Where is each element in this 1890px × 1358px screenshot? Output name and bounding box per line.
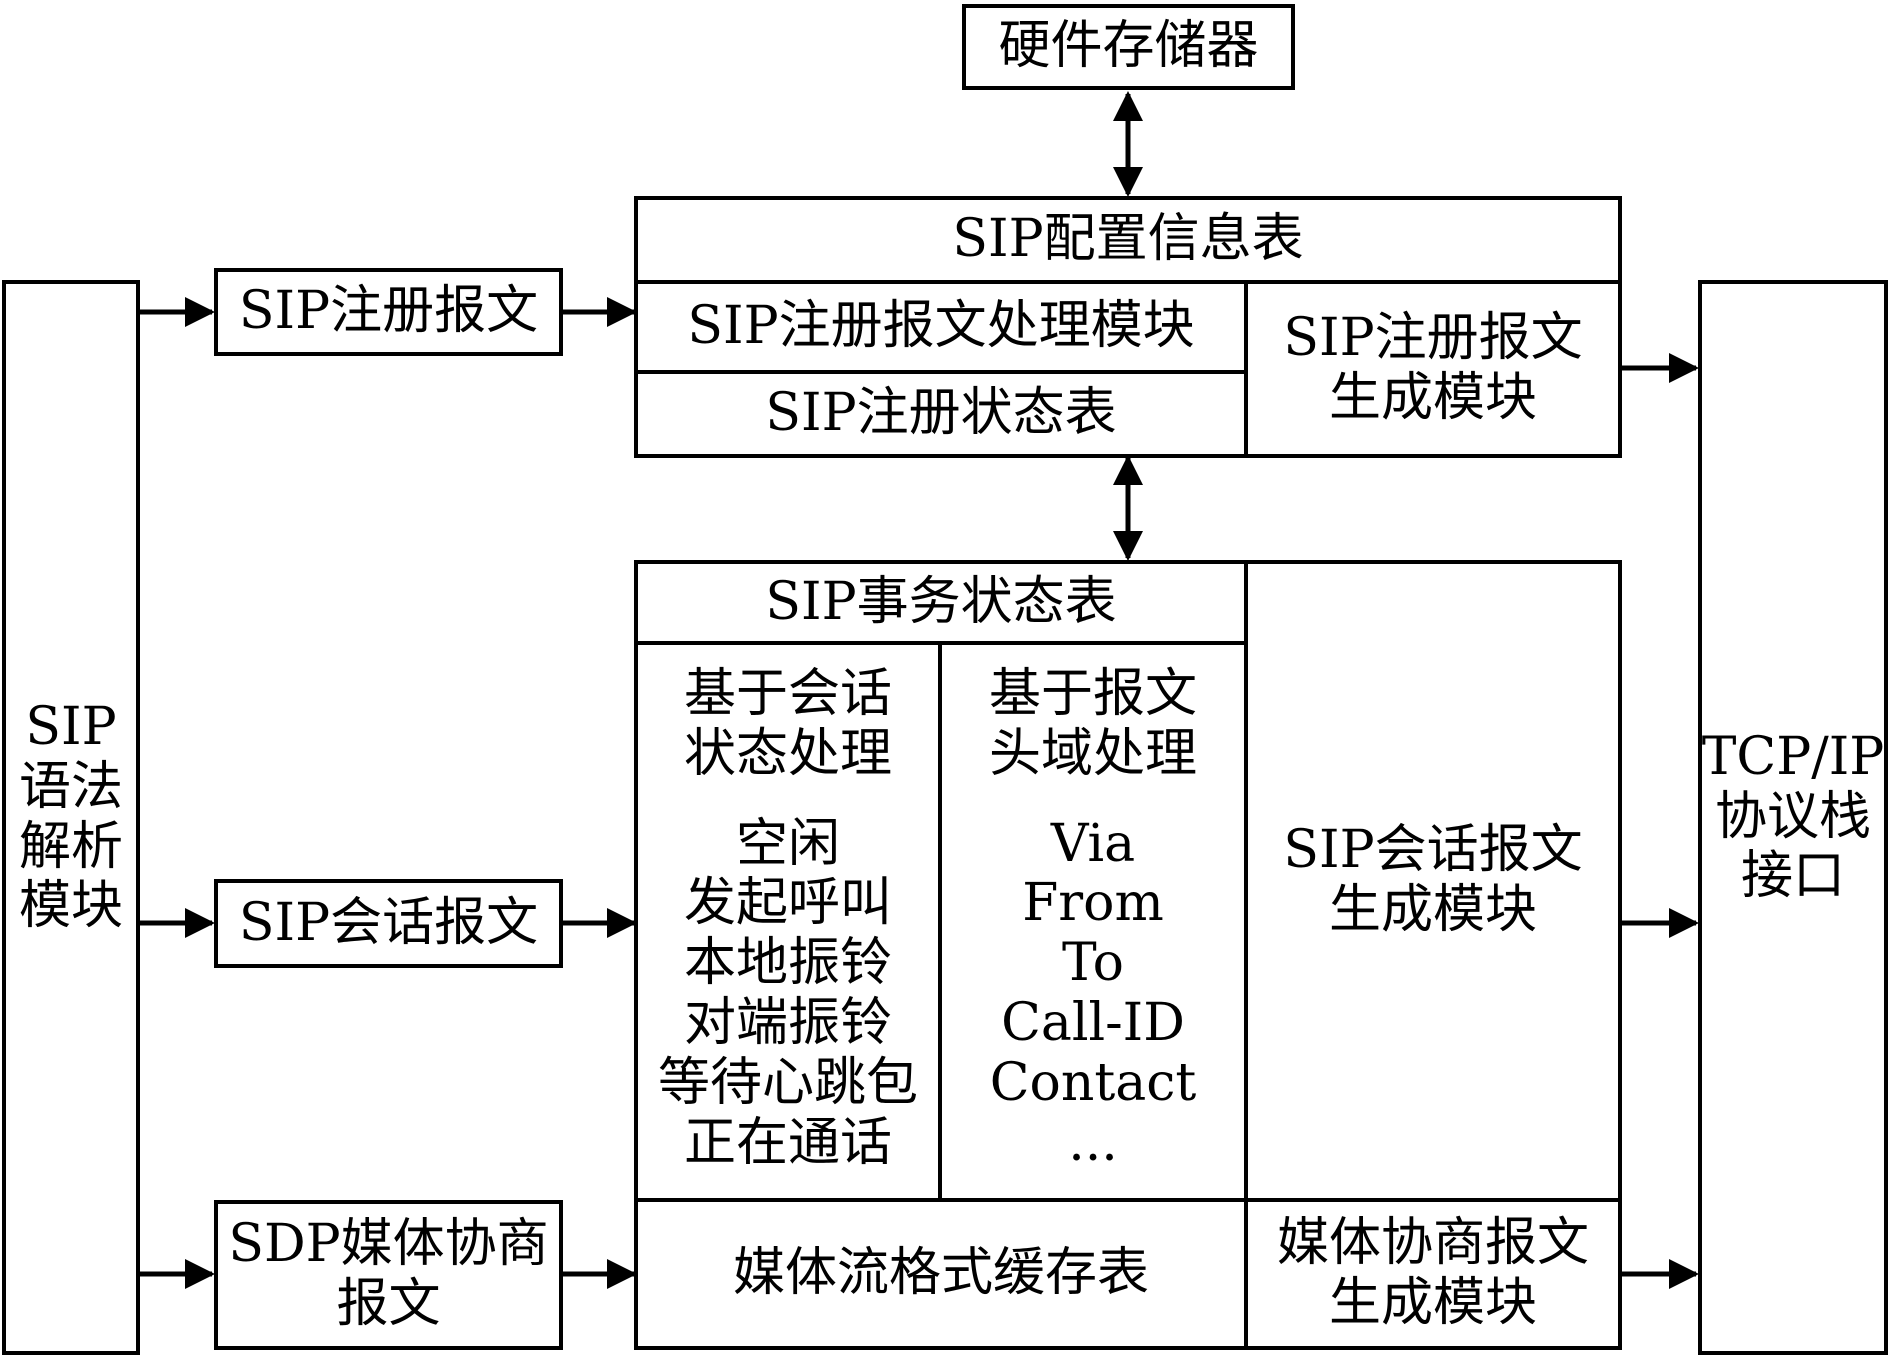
sdp-message-line: 报文 (336, 1274, 441, 1334)
sip-register-process-label: SIP注册报文处理模块 (687, 296, 1195, 357)
session-state-item: 正在通话 (683, 1112, 892, 1173)
header-field-item: Call-ID (1001, 992, 1185, 1053)
header-field-item: ... (1068, 1112, 1118, 1173)
session-state-item: 本地振铃 (683, 933, 892, 994)
tcpip-line: 接口 (1741, 846, 1846, 907)
header-field-text: 基于报文 头域处理 Via From To Call-ID Contact ..… (988, 664, 1197, 1173)
session-state-item: 发起呼叫 (683, 873, 892, 934)
parser-line: 解析 (18, 816, 123, 877)
parser-line: SIP (25, 696, 117, 757)
sip-register-message-box: SIP注册报文 (214, 268, 563, 356)
sdp-media-negotiation-message-box: SDP媒体协商 报文 (214, 1200, 563, 1350)
sip-session-message-label: SIP会话报文 (238, 892, 539, 953)
sdp-message-text: SDP媒体协商 报文 (228, 1214, 549, 1335)
sip-transaction-state-table: SIP事务状态表 (634, 560, 1248, 645)
media-generator-text: 媒体协商报文 生成模块 (1276, 1213, 1589, 1334)
header-field-item: From (1022, 873, 1164, 934)
media-negotiation-generator-module: 媒体协商报文 生成模块 (1244, 1198, 1622, 1350)
register-generator-text: SIP注册报文 生成模块 (1283, 308, 1583, 429)
session-state-title-line: 基于会话 (683, 664, 892, 724)
sip-register-state-label: SIP注册状态表 (765, 383, 1117, 444)
tcpip-stack-interface: TCP/IP 协议栈 接口 (1698, 280, 1888, 1355)
session-state-text: 基于会话 状态处理 空闲 发起呼叫 本地振铃 对端振铃 等待心跳包 正在通话 (657, 664, 918, 1173)
session-state-item: 空闲 (735, 813, 840, 874)
media-format-cache-table: 媒体流格式缓存表 (634, 1198, 1248, 1350)
sip-config-table-label: SIP配置信息表 (952, 209, 1304, 270)
register-generator-line: SIP注册报文 (1283, 308, 1583, 369)
sip-session-message-box: SIP会话报文 (214, 879, 563, 968)
sip-parser-text: SIP 语法 解析 模块 (18, 696, 123, 937)
hardware-storage-box: 硬件存储器 (962, 4, 1295, 90)
parser-line: 模块 (18, 876, 123, 937)
session-generator-line: SIP会话报文 (1283, 820, 1583, 881)
media-generator-line: 生成模块 (1328, 1273, 1537, 1333)
sip-register-process-module: SIP注册报文处理模块 (634, 280, 1248, 374)
hardware-storage-label: 硬件存储器 (998, 16, 1259, 77)
session-generator-line: 生成模块 (1328, 880, 1537, 940)
session-generator-text: SIP会话报文 生成模块 (1283, 820, 1583, 941)
session-state-item: 对端振铃 (683, 992, 892, 1053)
media-generator-line: 媒体协商报文 (1276, 1213, 1589, 1274)
sip-config-table: SIP配置信息表 (634, 196, 1622, 284)
tcpip-text: TCP/IP 协议栈 接口 (1701, 726, 1885, 907)
header-field-item: Contact (989, 1052, 1197, 1113)
tcpip-line: 协议栈 (1715, 786, 1872, 847)
header-title-line: 基于报文 (988, 664, 1197, 724)
sip-transaction-state-label: SIP事务状态表 (765, 571, 1117, 632)
register-generator-line: 生成模块 (1328, 368, 1537, 428)
session-state-title-line: 状态处理 (683, 723, 892, 784)
parser-line: 语法 (18, 756, 123, 817)
sdp-message-line: SDP媒体协商 (228, 1214, 549, 1275)
header-title-line: 头域处理 (988, 723, 1197, 784)
sip-register-state-table: SIP注册状态表 (634, 370, 1248, 458)
header-field-processing: 基于报文 头域处理 Via From To Call-ID Contact ..… (938, 641, 1248, 1202)
sip-session-generator-module: SIP会话报文 生成模块 (1244, 560, 1622, 1202)
header-field-item: To (1062, 933, 1124, 994)
header-field-item: Via (1050, 813, 1136, 874)
sip-parser-module: SIP 语法 解析 模块 (2, 280, 140, 1355)
session-state-item: 等待心跳包 (657, 1052, 918, 1113)
sip-register-message-label: SIP注册报文 (238, 281, 539, 342)
sip-register-generator-module: SIP注册报文 生成模块 (1244, 280, 1622, 458)
session-state-processing: 基于会话 状态处理 空闲 发起呼叫 本地振铃 对端振铃 等待心跳包 正在通话 (634, 641, 942, 1202)
media-format-cache-label: 媒体流格式缓存表 (732, 1243, 1149, 1304)
tcpip-line: TCP/IP (1701, 726, 1885, 787)
